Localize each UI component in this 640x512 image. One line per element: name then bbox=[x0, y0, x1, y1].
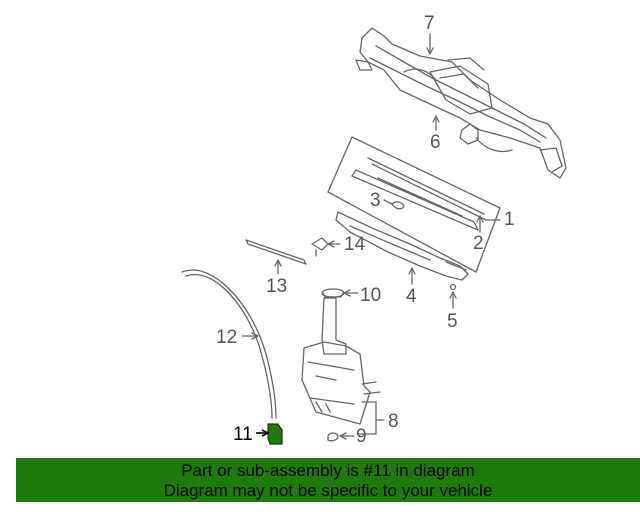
callout-8: 8 bbox=[388, 411, 399, 432]
parts-diagram bbox=[181, 27, 567, 445]
wiper-blade-box bbox=[327, 136, 501, 273]
leader-lines bbox=[241, 33, 501, 440]
callout-14: 14 bbox=[344, 234, 366, 255]
callout-3: 3 bbox=[370, 190, 381, 211]
banner-line-1: Part or sub-assembly is #11 in diagram bbox=[181, 461, 475, 480]
info-banner: Part or sub-assembly is #11 in diagram D… bbox=[16, 458, 640, 502]
callout-13: 13 bbox=[266, 276, 288, 297]
callout-12: 12 bbox=[216, 327, 238, 348]
callout-5: 5 bbox=[447, 311, 458, 332]
blade-insert bbox=[245, 239, 307, 265]
callout-7: 7 bbox=[424, 13, 435, 34]
wiper-arm bbox=[335, 211, 469, 281]
callout-11: 11 bbox=[233, 424, 253, 445]
wiper-linkage-assembly bbox=[355, 27, 567, 179]
reservoir-cap bbox=[321, 288, 345, 298]
highlighted-part-11 bbox=[256, 423, 283, 445]
clip-part-5 bbox=[449, 283, 457, 291]
washer-pump bbox=[327, 432, 339, 442]
banner-line-2: Diagram may not be specific to your vehi… bbox=[163, 481, 493, 500]
callout-9: 9 bbox=[356, 426, 367, 447]
callout-10: 10 bbox=[360, 285, 382, 306]
callout-2: 2 bbox=[473, 233, 484, 254]
washer-hose bbox=[181, 269, 277, 419]
callout-1: 1 bbox=[504, 209, 515, 230]
callout-6: 6 bbox=[430, 132, 441, 153]
washer-reservoir bbox=[301, 297, 381, 425]
washer-nozzle bbox=[311, 237, 329, 257]
callout-4: 4 bbox=[406, 286, 417, 307]
